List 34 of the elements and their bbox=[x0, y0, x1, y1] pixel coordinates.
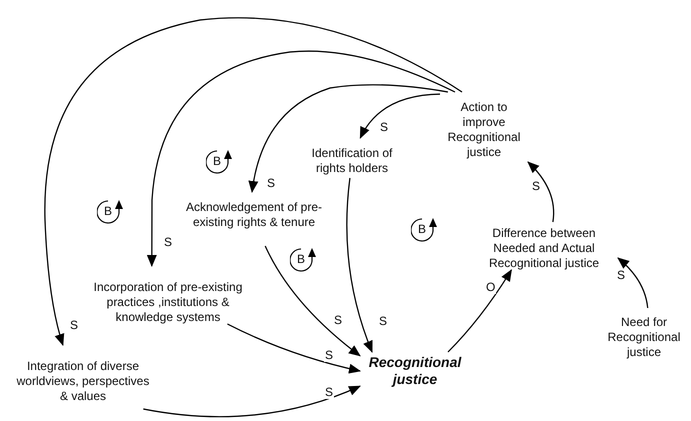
causal-link-arrow bbox=[527, 161, 554, 222]
polarity-label: S bbox=[266, 177, 276, 190]
causal-link-arrow bbox=[146, 50, 456, 267]
polarity-label: S bbox=[324, 349, 334, 362]
causal-link-arrow bbox=[264, 246, 361, 356]
variable-label: Identification of rights holders bbox=[310, 146, 394, 176]
loop-type-label: B bbox=[104, 205, 112, 218]
polarity-label: O bbox=[485, 281, 496, 294]
loop-type-label: B bbox=[297, 253, 306, 266]
polarity-label: S bbox=[69, 319, 80, 332]
polarity-label: S bbox=[333, 314, 344, 327]
causal-link-arrow bbox=[360, 94, 440, 139]
polarity-label: S bbox=[324, 386, 334, 399]
polarity-label: S bbox=[163, 236, 174, 249]
polarity-label: S bbox=[531, 180, 542, 193]
loop-type-label: B bbox=[418, 223, 426, 236]
causal-link-arrow bbox=[448, 269, 512, 352]
causal-link-arrow bbox=[248, 84, 448, 193]
variable-label: Acknowledgement of pre-existing rights & tenure bbox=[184, 200, 324, 230]
causal-link-arrow bbox=[617, 257, 648, 308]
variable-label: Incorporation of pre-existing practices ,institutions & knowledge systems bbox=[92, 280, 244, 325]
variable-label: Difference between Needed and Actual Recognitional justice bbox=[488, 226, 600, 271]
polarity-label: S bbox=[378, 315, 388, 328]
causal-link-arrow bbox=[227, 323, 361, 374]
variable-label: Action to improve Recognitional justice bbox=[446, 100, 522, 160]
variable-label: Recognitional justice bbox=[368, 354, 462, 388]
causal-link-arrow bbox=[44, 17, 462, 346]
variable-label: Need for Recognitional justice bbox=[606, 315, 682, 360]
loop-type-label: B bbox=[213, 155, 222, 168]
causal-link-arrow bbox=[143, 386, 361, 418]
polarity-label: S bbox=[616, 269, 626, 282]
variable-label: Integration of diverse worldviews, perspectives & values bbox=[16, 359, 150, 404]
causal-link-arrow bbox=[346, 178, 373, 353]
polarity-label: S bbox=[379, 121, 390, 134]
